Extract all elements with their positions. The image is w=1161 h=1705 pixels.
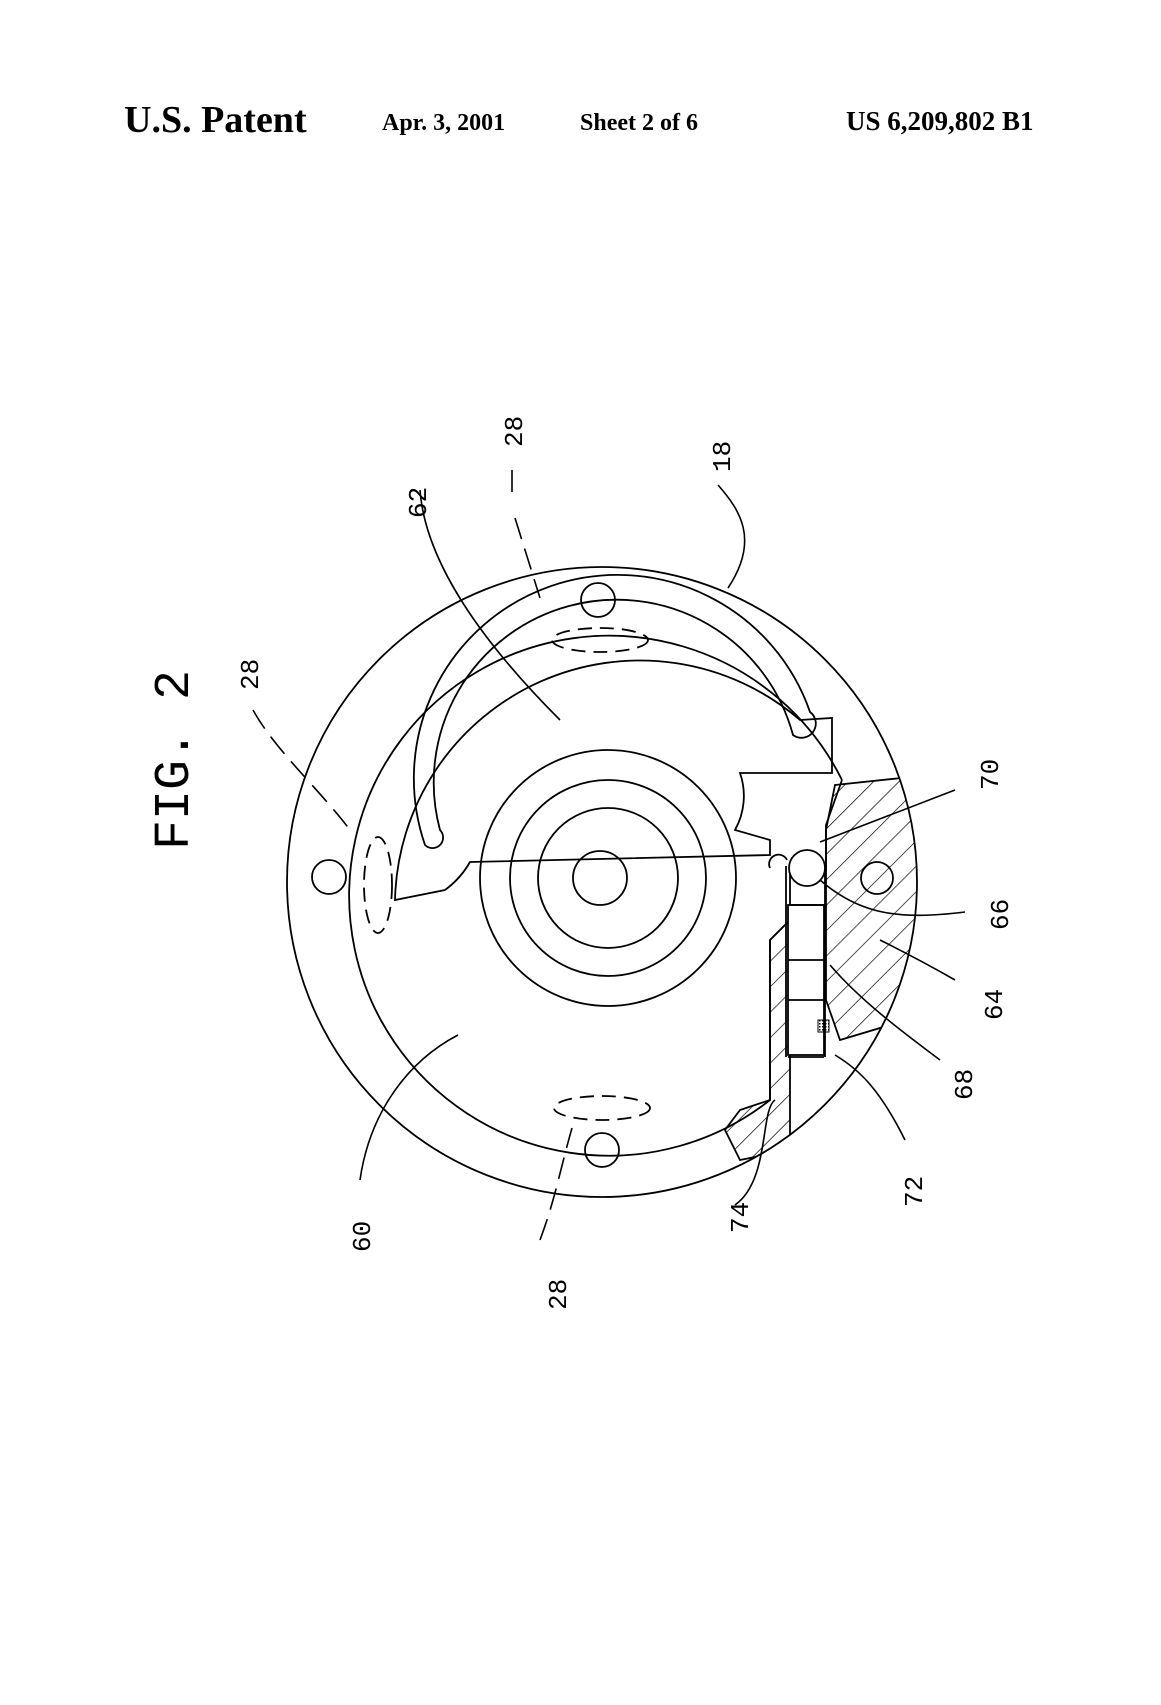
ref-62: 62	[404, 487, 434, 518]
ref-28-bottom: 28	[544, 1279, 574, 1310]
ref-66: 66	[986, 899, 1016, 930]
ref-28-top: 28	[500, 416, 530, 447]
hidden-28-left	[364, 837, 392, 933]
hub-ring-3	[538, 808, 678, 948]
figure-title: FIG. 2	[147, 670, 204, 850]
rotor-boundary	[349, 636, 842, 1156]
hidden-28-bottom	[554, 1096, 650, 1120]
hub-ring-2	[510, 780, 706, 976]
ref-74: 74	[726, 1202, 756, 1233]
bolt-hole-left	[312, 860, 346, 894]
ref-68: 68	[950, 1069, 980, 1100]
ref-28-left: 28	[236, 659, 266, 690]
bolt-hole-bottom	[585, 1133, 619, 1167]
ref-60: 60	[348, 1221, 378, 1252]
ref-18: 18	[708, 441, 738, 472]
ref-64: 64	[980, 989, 1010, 1020]
ref-70: 70	[976, 759, 1006, 790]
ref-72: 72	[900, 1176, 930, 1207]
hub-ring-1	[480, 750, 736, 1006]
